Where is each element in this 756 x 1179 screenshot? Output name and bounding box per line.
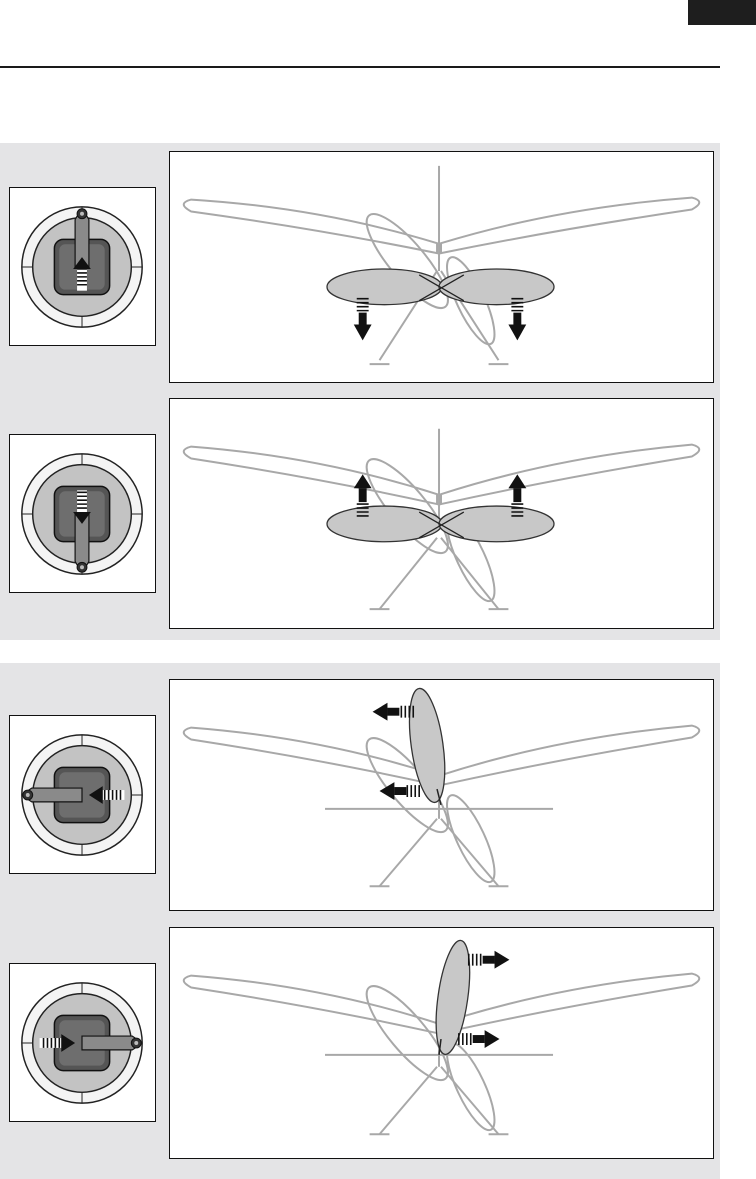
heli-diagram-right (169, 927, 714, 1159)
heli-left-svg (170, 680, 713, 910)
stick-diagram-right (9, 963, 156, 1122)
arrow-right-icon (469, 951, 510, 969)
heli-right-svg (170, 928, 713, 1158)
arrow-left-icon (373, 703, 414, 721)
arrow-down-icon (508, 299, 526, 341)
stick-left-svg (10, 716, 155, 873)
heli-forward-svg (170, 152, 713, 382)
stick-diagram-left (9, 715, 156, 874)
heli-back-svg (170, 399, 713, 628)
heli-diagram-left (169, 679, 714, 911)
stick-diagram-forward (9, 187, 156, 346)
stick-right-svg (10, 964, 155, 1121)
heli-diagram-forward (169, 151, 714, 383)
stick-back-svg (10, 435, 155, 592)
arrow-down-icon (354, 299, 372, 341)
header-rule (0, 66, 720, 68)
stick-diagram-back (9, 434, 156, 593)
heli-diagram-back (169, 398, 714, 629)
page-tab (688, 0, 756, 25)
arrow-right-icon (459, 1030, 500, 1048)
stick-forward-svg (10, 188, 155, 345)
